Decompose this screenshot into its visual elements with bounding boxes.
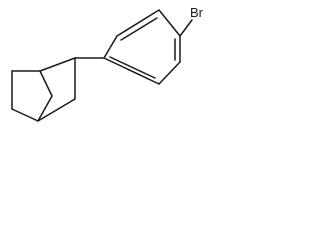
bond-ar6-ar1 (103, 57, 160, 85)
bridge-bond-c1-c7 (39, 70, 53, 97)
bromine-atom-label: Br (190, 5, 204, 20)
bridge-bond-c7-c4 (37, 95, 53, 122)
phenyl-ring (103, 9, 181, 85)
bond-c3-c4 (37, 98, 76, 122)
bond-c1-c2 (39, 57, 76, 72)
bond-c4-c5 (11, 108, 39, 122)
bond-ar1-ar2 (103, 35, 118, 59)
norbornane-ring (11, 57, 76, 122)
bond-ar3-ar4 (158, 9, 181, 37)
bond-ar2-ar3 (116, 9, 160, 37)
double-bond-ar6-ar1 (109, 56, 156, 79)
bond-ar5-ar6 (158, 61, 181, 85)
bond-phenyl-to-bromine (179, 19, 193, 37)
double-bond-ar2-ar3 (120, 17, 158, 41)
chemical-structure-diagram: Br (11, 5, 204, 122)
